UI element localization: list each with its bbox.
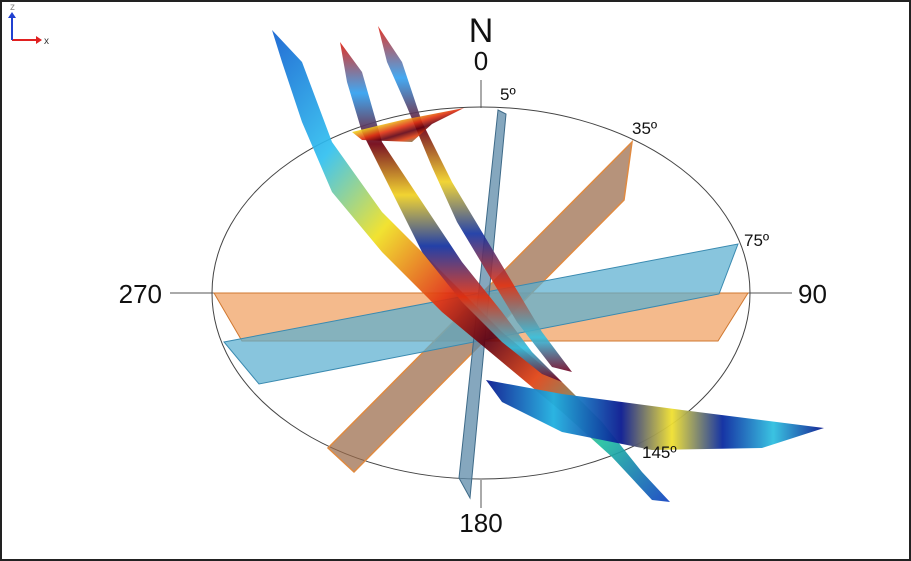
bearing-90-label: 90 [798, 279, 827, 309]
resistivity-section-3 [378, 26, 572, 372]
angle-35-label: 35º [632, 119, 657, 138]
resistivity-section-horizontal [486, 380, 824, 450]
bearing-270-label: 270 [119, 279, 162, 309]
resistivity-section-2 [340, 42, 562, 382]
angle-145-label: 145º [642, 443, 677, 462]
bearing-0-label: 0 [474, 46, 488, 76]
axis-z-label: z [10, 2, 15, 13]
axis-x-label: x [44, 36, 49, 47]
angle-5-label: 5º [500, 85, 516, 104]
north-label: N [469, 12, 494, 50]
axis-triad: x z [8, 2, 49, 47]
resistivity-section-top-slice [352, 108, 464, 142]
angle-75-label: 75º [744, 231, 769, 250]
bearing-180-label: 180 [459, 508, 502, 538]
